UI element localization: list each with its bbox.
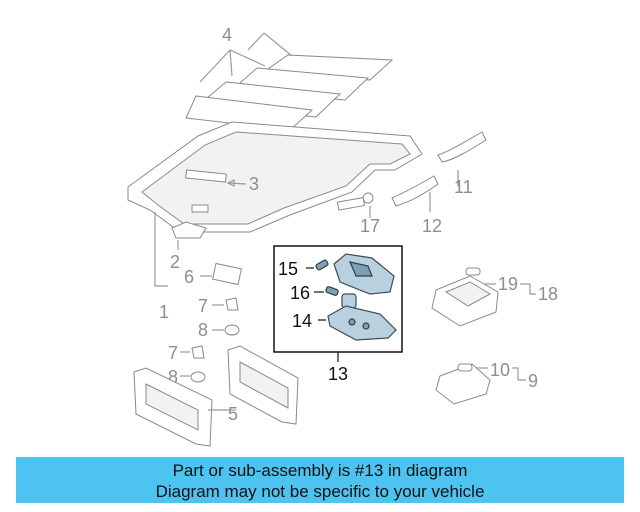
part-6-handle <box>212 262 242 286</box>
callout-9: 9 <box>528 371 538 391</box>
callout-11: 11 <box>454 177 473 197</box>
leader-3 <box>227 182 247 185</box>
callout-8-upper: 8 <box>198 320 208 340</box>
info-banner: Part or sub-assembly is #13 in diagram D… <box>16 457 624 503</box>
part-2-lamp <box>171 221 207 239</box>
callout-17: 17 <box>360 216 380 236</box>
callout-18: 18 <box>538 284 558 304</box>
leader-4 <box>199 32 293 83</box>
callout-12: 12 <box>422 216 442 236</box>
callout-8-lower: 8 <box>168 367 178 387</box>
callout-14: 14 <box>292 311 312 331</box>
sun-visors <box>133 345 299 447</box>
part-8-clip <box>224 324 240 336</box>
part-7-clip-lower <box>191 345 205 359</box>
callout-2: 2 <box>170 252 180 272</box>
parts-diagram: 4 3 1 2 6 7 8 7 8 5 11 12 <box>127 25 558 447</box>
callout-6: 6 <box>184 267 194 287</box>
part-16-switch <box>325 286 357 309</box>
callout-19: 19 <box>498 274 518 294</box>
part-15-bulb <box>315 259 329 271</box>
part-14-lens-cover <box>327 305 397 341</box>
leader-1 <box>154 212 168 287</box>
callout-7-lower: 7 <box>168 343 178 363</box>
insulation-pads <box>185 54 394 131</box>
callout-16: 16 <box>290 283 310 303</box>
part-9-lamp <box>435 363 491 405</box>
callout-4: 4 <box>222 25 232 45</box>
banner-line-2: Diagram may not be specific to your vehi… <box>155 482 485 501</box>
callout-3: 3 <box>249 174 259 194</box>
callout-13: 13 <box>328 364 348 384</box>
part-13-console-housing <box>333 253 395 295</box>
callout-7-upper: 7 <box>198 296 208 316</box>
callout-15: 15 <box>278 259 298 279</box>
part-7-clip <box>225 297 239 311</box>
part-8-clip-lower <box>190 371 206 383</box>
callout-10: 10 <box>490 360 510 380</box>
part-17-hook <box>336 192 374 211</box>
part-11-assist-grip <box>437 131 487 163</box>
callout-1: 1 <box>159 302 169 322</box>
banner-line-1: Part or sub-assembly is #13 in diagram <box>172 461 468 480</box>
headliner <box>127 121 423 233</box>
callout-5: 5 <box>228 404 238 424</box>
part-18-lamp-assembly <box>431 267 499 327</box>
part-12-assist-grip <box>391 175 439 207</box>
